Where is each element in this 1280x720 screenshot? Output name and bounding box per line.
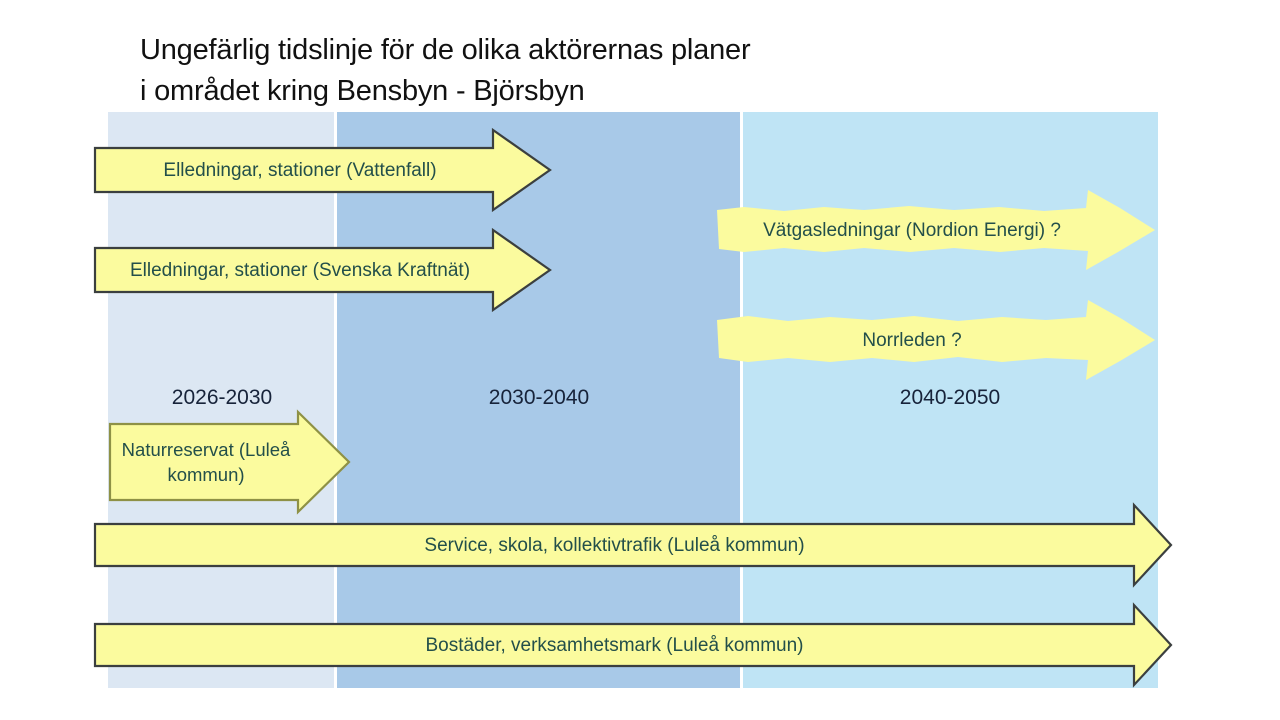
arrow-norrleden[interactable]: Norrleden ?: [714, 298, 1160, 382]
arrow-bostader[interactable]: Bostäder, verksamhetsmark (Luleå kommun): [93, 602, 1175, 688]
period-label-2: 2030-2040: [488, 386, 590, 409]
period-label-1: 2026-2030: [171, 386, 273, 409]
arrow-service-skola[interactable]: Service, skola, kollektivtrafik (Luleå k…: [93, 502, 1175, 588]
band-divider-2: [740, 112, 743, 688]
arrow-nordion-energi[interactable]: Vätgasledningar (Nordion Energi) ?: [714, 188, 1160, 272]
arrow-svenska-kraftnat[interactable]: Elledningar, stationer (Svenska Kraftnät…: [93, 227, 553, 313]
band-divider-1: [334, 112, 337, 688]
arrow-naturreservat[interactable]: Naturreservat (Luleå kommun): [108, 409, 352, 515]
timeline-bands: [108, 112, 1158, 688]
timeline-band-2030-2040: [336, 112, 742, 688]
period-label-3: 2040-2050: [899, 386, 1001, 409]
page-title: Ungefärlig tidslinje för de olika aktöre…: [140, 34, 751, 107]
timeline-band-2026-2030: [108, 112, 336, 688]
arrow-vattenfall[interactable]: Elledningar, stationer (Vattenfall): [93, 127, 553, 213]
